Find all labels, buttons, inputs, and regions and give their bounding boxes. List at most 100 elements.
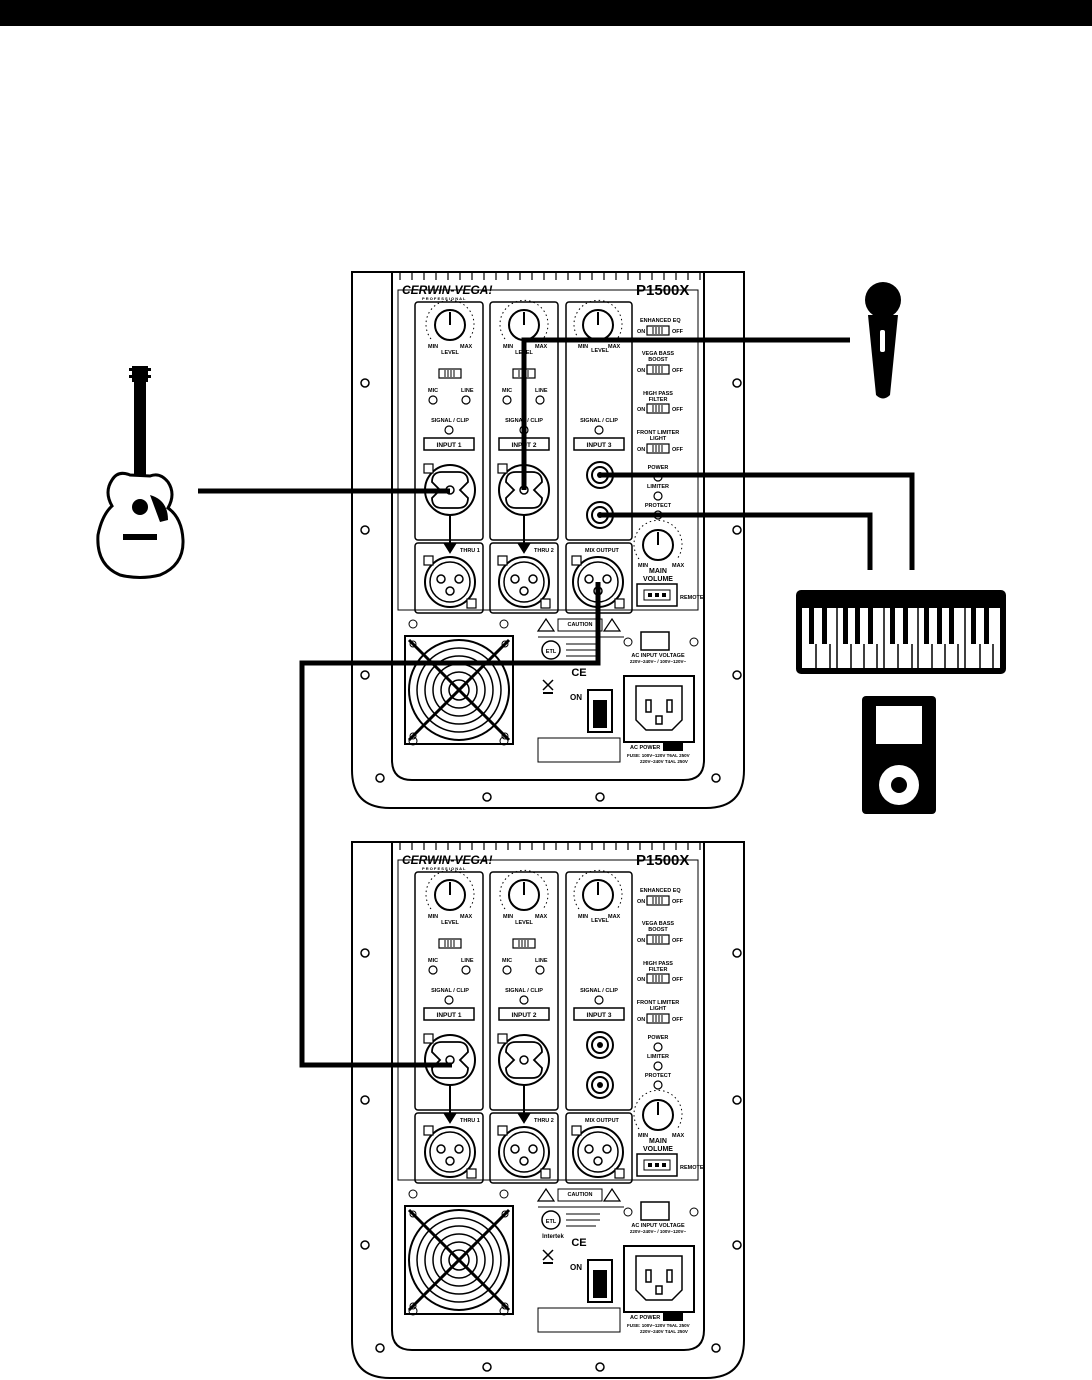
max-label: MAX bbox=[672, 563, 685, 569]
caution-label: CAUTION bbox=[567, 622, 592, 628]
model-name: P1500X bbox=[636, 852, 689, 869]
ac-power-label: AC POWER bbox=[630, 745, 660, 751]
line-label: LINE bbox=[461, 388, 474, 394]
max-label: MAX bbox=[608, 344, 621, 350]
thru2-xlr-jack bbox=[497, 1125, 551, 1179]
mix-output-link-cable bbox=[299, 582, 601, 1068]
signal-clip-label: SIGNAL / CLIP bbox=[505, 988, 543, 994]
acoustic-guitar-icon bbox=[96, 366, 185, 579]
front-limiter-switch bbox=[646, 1013, 670, 1024]
off-label: OFF bbox=[672, 447, 684, 453]
line-label: LINE bbox=[461, 958, 474, 964]
signal-clip-label: SIGNAL / CLIP bbox=[580, 418, 618, 424]
mic-label: MIC bbox=[502, 958, 512, 964]
vega-bass-label: VEGA BASS bbox=[642, 921, 675, 927]
keyboard-cable-left bbox=[600, 472, 915, 570]
thru2-label: THRU 2 bbox=[534, 1118, 554, 1124]
fuse-label: FUSE: 100V~120V T6AL 250V bbox=[627, 753, 690, 758]
power-label: POWER bbox=[648, 1035, 669, 1041]
on-label: ON bbox=[637, 1017, 645, 1023]
cables bbox=[198, 337, 915, 1068]
ce-mark: CE bbox=[571, 667, 586, 679]
enhanced-eq-label: ENHANCED EQ bbox=[640, 318, 681, 324]
ce-mark: CE bbox=[571, 1237, 586, 1249]
line-label: LINE bbox=[535, 958, 548, 964]
on-label: ON bbox=[637, 447, 645, 453]
off-label: OFF bbox=[672, 329, 684, 335]
keyboard-icon bbox=[796, 590, 1006, 674]
ac-input-voltage-label: AC INPUT VOLTAGE bbox=[631, 653, 685, 659]
min-label: MIN bbox=[638, 1133, 648, 1139]
enhanced-eq-label: ENHANCED EQ bbox=[640, 888, 681, 894]
high-pass-label: HIGH PASS bbox=[643, 391, 673, 397]
min-label: MIN bbox=[428, 344, 438, 350]
min-label: MIN bbox=[638, 563, 648, 569]
signal-clip-label: SIGNAL / CLIP bbox=[431, 988, 469, 994]
off-label: OFF bbox=[672, 899, 684, 905]
speaker-panel-top: CERWIN-VEGA! P R O F E S S I O N A L P15… bbox=[351, 271, 745, 809]
signal-clip-label: SIGNAL / CLIP bbox=[580, 988, 618, 994]
intertek-mark: Intertek bbox=[542, 1234, 564, 1240]
cooling-fan bbox=[403, 1204, 515, 1316]
input3-label: INPUT 3 bbox=[587, 1012, 612, 1019]
main-label: MAIN bbox=[649, 1138, 667, 1145]
mix-output-label: MIX OUTPUT bbox=[585, 548, 620, 554]
min-label: MIN bbox=[503, 344, 513, 350]
level-label: LEVEL bbox=[441, 350, 459, 356]
input1-combo-jack bbox=[423, 1033, 476, 1086]
thru1-label: THRU 1 bbox=[460, 1118, 480, 1124]
off-label: OFF bbox=[672, 938, 684, 944]
signal-clip-label: SIGNAL / CLIP bbox=[431, 418, 469, 424]
enhanced-eq-switch bbox=[646, 895, 670, 906]
limiter-label: LIMITER bbox=[647, 1054, 669, 1060]
high-pass-switch bbox=[646, 403, 670, 414]
mic-line-switch bbox=[438, 938, 462, 949]
filter-label: FILTER bbox=[649, 967, 668, 973]
mix-output-label: MIX OUTPUT bbox=[585, 1118, 620, 1124]
model-name: P1500X bbox=[636, 282, 689, 299]
level-label: LEVEL bbox=[591, 348, 609, 354]
off-label: OFF bbox=[672, 977, 684, 983]
fuse-label-2: 220V~240V T4AL 250V bbox=[640, 759, 688, 764]
power-switch-on-label: ON bbox=[570, 693, 582, 702]
vega-bass-boost-switch bbox=[646, 934, 670, 945]
voltage-values: 220V~240V~ / 100V~120V~ bbox=[630, 1229, 687, 1234]
protect-label: PROTECT bbox=[645, 503, 672, 509]
thru2-xlr-jack bbox=[497, 555, 551, 609]
max-label: MAX bbox=[460, 344, 473, 350]
mic-label: MIC bbox=[428, 388, 438, 394]
max-label: MAX bbox=[460, 914, 473, 920]
high-pass-label: HIGH PASS bbox=[643, 961, 673, 967]
mic-label: MIC bbox=[428, 958, 438, 964]
volume-label: VOLUME bbox=[643, 1146, 673, 1153]
mic-label: MIC bbox=[502, 388, 512, 394]
input1-label: INPUT 1 bbox=[437, 1012, 462, 1019]
on-label: ON bbox=[637, 329, 645, 335]
boost-label: BOOST bbox=[648, 357, 668, 363]
voltage-values: 220V~240V~ / 100V~120V~ bbox=[630, 659, 687, 664]
max-label: MAX bbox=[535, 914, 548, 920]
on-label: ON bbox=[637, 368, 645, 374]
brand-subtitle: P R O F E S S I O N A L bbox=[422, 866, 466, 871]
vega-bass-label: VEGA BASS bbox=[642, 351, 675, 357]
min-label: MIN bbox=[428, 914, 438, 920]
ac-power-label: AC POWER bbox=[630, 1315, 660, 1321]
max-label: MAX bbox=[672, 1133, 685, 1139]
limiter-label: LIMITER bbox=[647, 484, 669, 490]
light-label: LIGHT bbox=[650, 436, 667, 442]
fuse-label: FUSE: 100V~120V T6AL 250V bbox=[627, 1323, 690, 1328]
fuse-label-2: 220V~240V T4AL 250V bbox=[640, 1329, 688, 1334]
input2-label: INPUT 2 bbox=[512, 1012, 537, 1019]
brand-subtitle: P R O F E S S I O N A L bbox=[422, 296, 466, 301]
max-label: MAX bbox=[535, 344, 548, 350]
protect-label: PROTECT bbox=[645, 1073, 672, 1079]
min-label: MIN bbox=[578, 344, 588, 350]
level-label: LEVEL bbox=[441, 920, 459, 926]
top-bar bbox=[0, 0, 1092, 26]
front-limiter-switch bbox=[646, 443, 670, 454]
main-label: MAIN bbox=[649, 568, 667, 575]
on-label: ON bbox=[637, 938, 645, 944]
etl-mark: ETL bbox=[546, 649, 557, 655]
input3-rca-jack bbox=[586, 1031, 614, 1059]
